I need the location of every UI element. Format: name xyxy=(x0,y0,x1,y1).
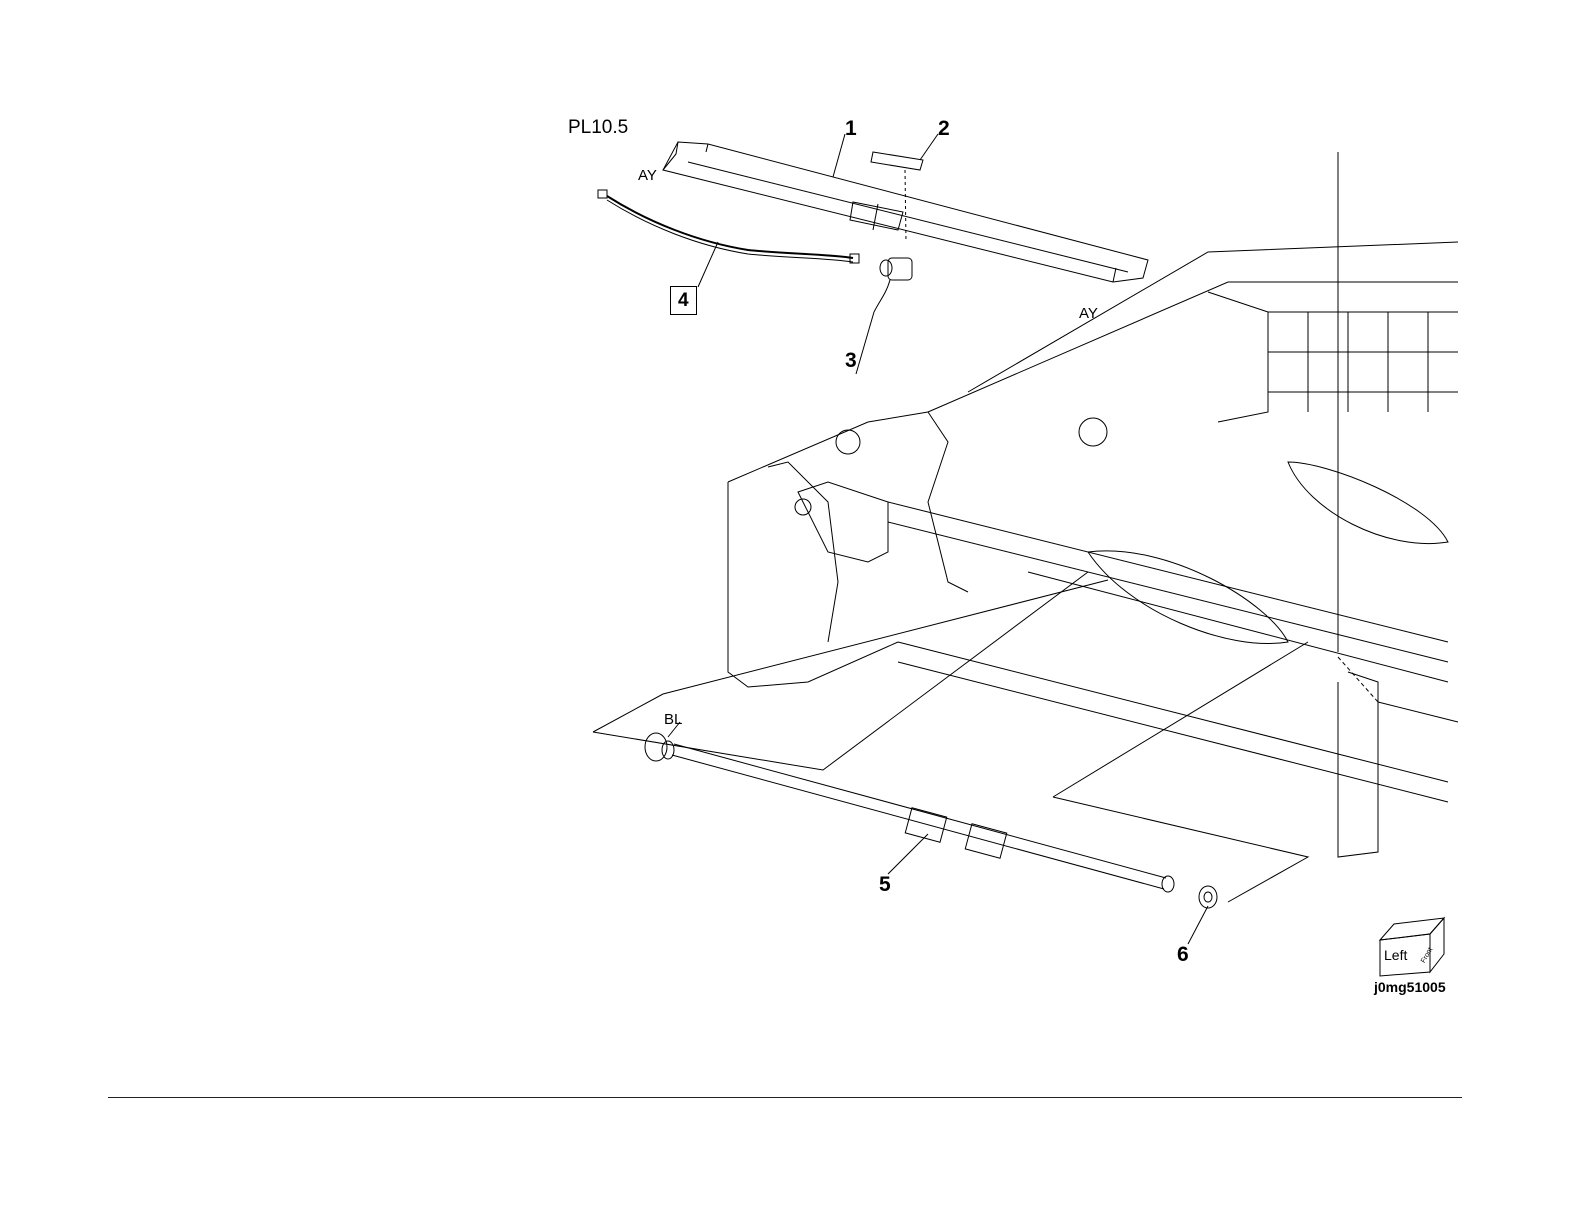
callout-1: 1 xyxy=(845,118,857,139)
guide-plane xyxy=(593,572,1308,902)
ref-ay-left: AY xyxy=(638,168,657,183)
machine-frame xyxy=(728,152,1458,857)
part-4-harness xyxy=(598,190,859,263)
ref-ay-right: AY xyxy=(1079,306,1098,321)
callout-3: 3 xyxy=(845,350,857,371)
callout-6: 6 xyxy=(1177,944,1189,965)
part-6-bearing xyxy=(1199,886,1217,908)
part-5-roller-shaft xyxy=(645,733,1174,892)
parts-diagram: PL10.5 1 2 3 4 5 6 AY AY BL Left Front j… xyxy=(568,82,1460,1032)
callout-4-boxed: 4 xyxy=(670,286,697,315)
leader-lines xyxy=(668,134,1208,944)
ref-bl: BL xyxy=(664,712,682,727)
part-3-sensor xyxy=(874,258,912,312)
callout-2: 2 xyxy=(938,118,950,139)
footer-rule xyxy=(108,1097,1462,1098)
plate-id: PL10.5 xyxy=(568,118,628,137)
image-id: j0mg51005 xyxy=(1374,980,1446,994)
cube-left-label: Left xyxy=(1384,948,1407,962)
callout-5: 5 xyxy=(879,874,891,895)
exploded-view-drawing xyxy=(568,82,1460,1032)
